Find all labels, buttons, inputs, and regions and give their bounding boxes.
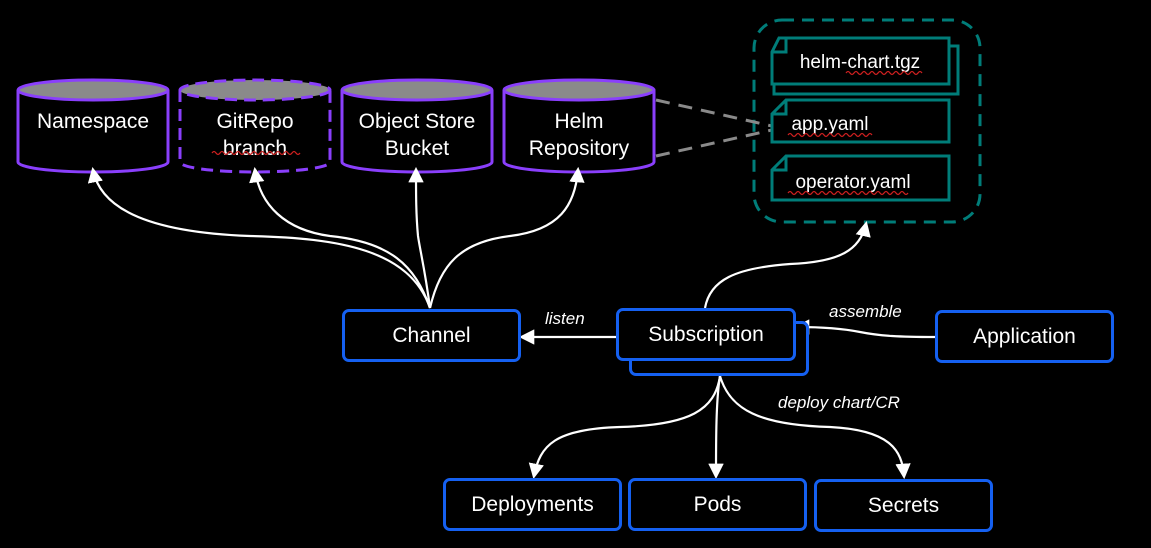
file-label: operator.yaml xyxy=(795,172,910,193)
secrets-label: Secrets xyxy=(867,493,940,517)
repository-label: Namespace xyxy=(37,110,149,133)
pods-node[interactable]: Pods xyxy=(628,478,807,531)
repository-label: GitRepo xyxy=(216,110,293,133)
file-helm-chart: helm-chart.tgz xyxy=(770,36,960,96)
cylinder-top xyxy=(178,78,332,102)
spellcheck-underline xyxy=(787,190,909,196)
repository-namespace[interactable]: Namespace xyxy=(16,78,170,174)
application-label: Application xyxy=(973,324,1076,348)
deployments-node[interactable]: Deployments xyxy=(443,478,622,531)
channel-node[interactable]: Channel xyxy=(342,309,521,362)
arrow-channel-to-object-store xyxy=(408,166,432,309)
edge-label-listen: listen xyxy=(545,309,585,328)
application-node[interactable]: Application xyxy=(935,310,1114,363)
cylinder-top xyxy=(16,78,170,102)
cylinder-top xyxy=(340,78,494,102)
arrow-channel-to-helm xyxy=(428,166,585,309)
edge-label-deploy: deploy chart/CR xyxy=(778,393,900,412)
repository-label: Repository xyxy=(529,137,630,160)
subscription-label: Subscription xyxy=(648,322,764,346)
file-operator-yaml: operator.yaml xyxy=(770,154,951,202)
repository-label: Helm xyxy=(554,110,603,133)
subscription-node[interactable]: Subscription xyxy=(616,308,796,361)
cylinder-body xyxy=(178,90,332,174)
pods-label: Pods xyxy=(693,492,742,516)
arrow-subscription-to-secrets xyxy=(718,375,911,480)
helm-to-bundle-connector xyxy=(655,128,773,158)
channel-label: Channel xyxy=(392,323,471,347)
spellcheck-underline xyxy=(787,132,873,138)
edge-label-assemble: assemble xyxy=(829,302,902,321)
arrow-subscription-to-bundle xyxy=(703,220,871,309)
spellcheck-underline xyxy=(211,150,301,156)
repository-label: Bucket xyxy=(385,137,449,160)
repository-label: branch xyxy=(223,137,287,160)
arrow-subscription-to-pods xyxy=(708,375,724,480)
repository-gitrepo[interactable]: GitRepo branch xyxy=(178,78,332,174)
arrow-application-to-subscription xyxy=(793,319,936,339)
helm-to-bundle-connector xyxy=(655,98,773,128)
file-app-yaml: app.yaml xyxy=(770,98,951,144)
repository-label: Object Store xyxy=(359,110,476,133)
cylinder-top xyxy=(502,78,656,102)
file-label: app.yaml xyxy=(791,114,868,135)
file-label: helm-chart.tgz xyxy=(800,52,920,73)
arrow-channel-to-namespace xyxy=(87,166,432,309)
arrow-channel-to-gitrepo xyxy=(249,166,432,309)
spellcheck-underline xyxy=(845,70,923,76)
deployments-label: Deployments xyxy=(471,492,594,516)
secrets-node[interactable]: Secrets xyxy=(814,479,993,532)
arrow-subscription-to-deployments xyxy=(528,375,722,480)
